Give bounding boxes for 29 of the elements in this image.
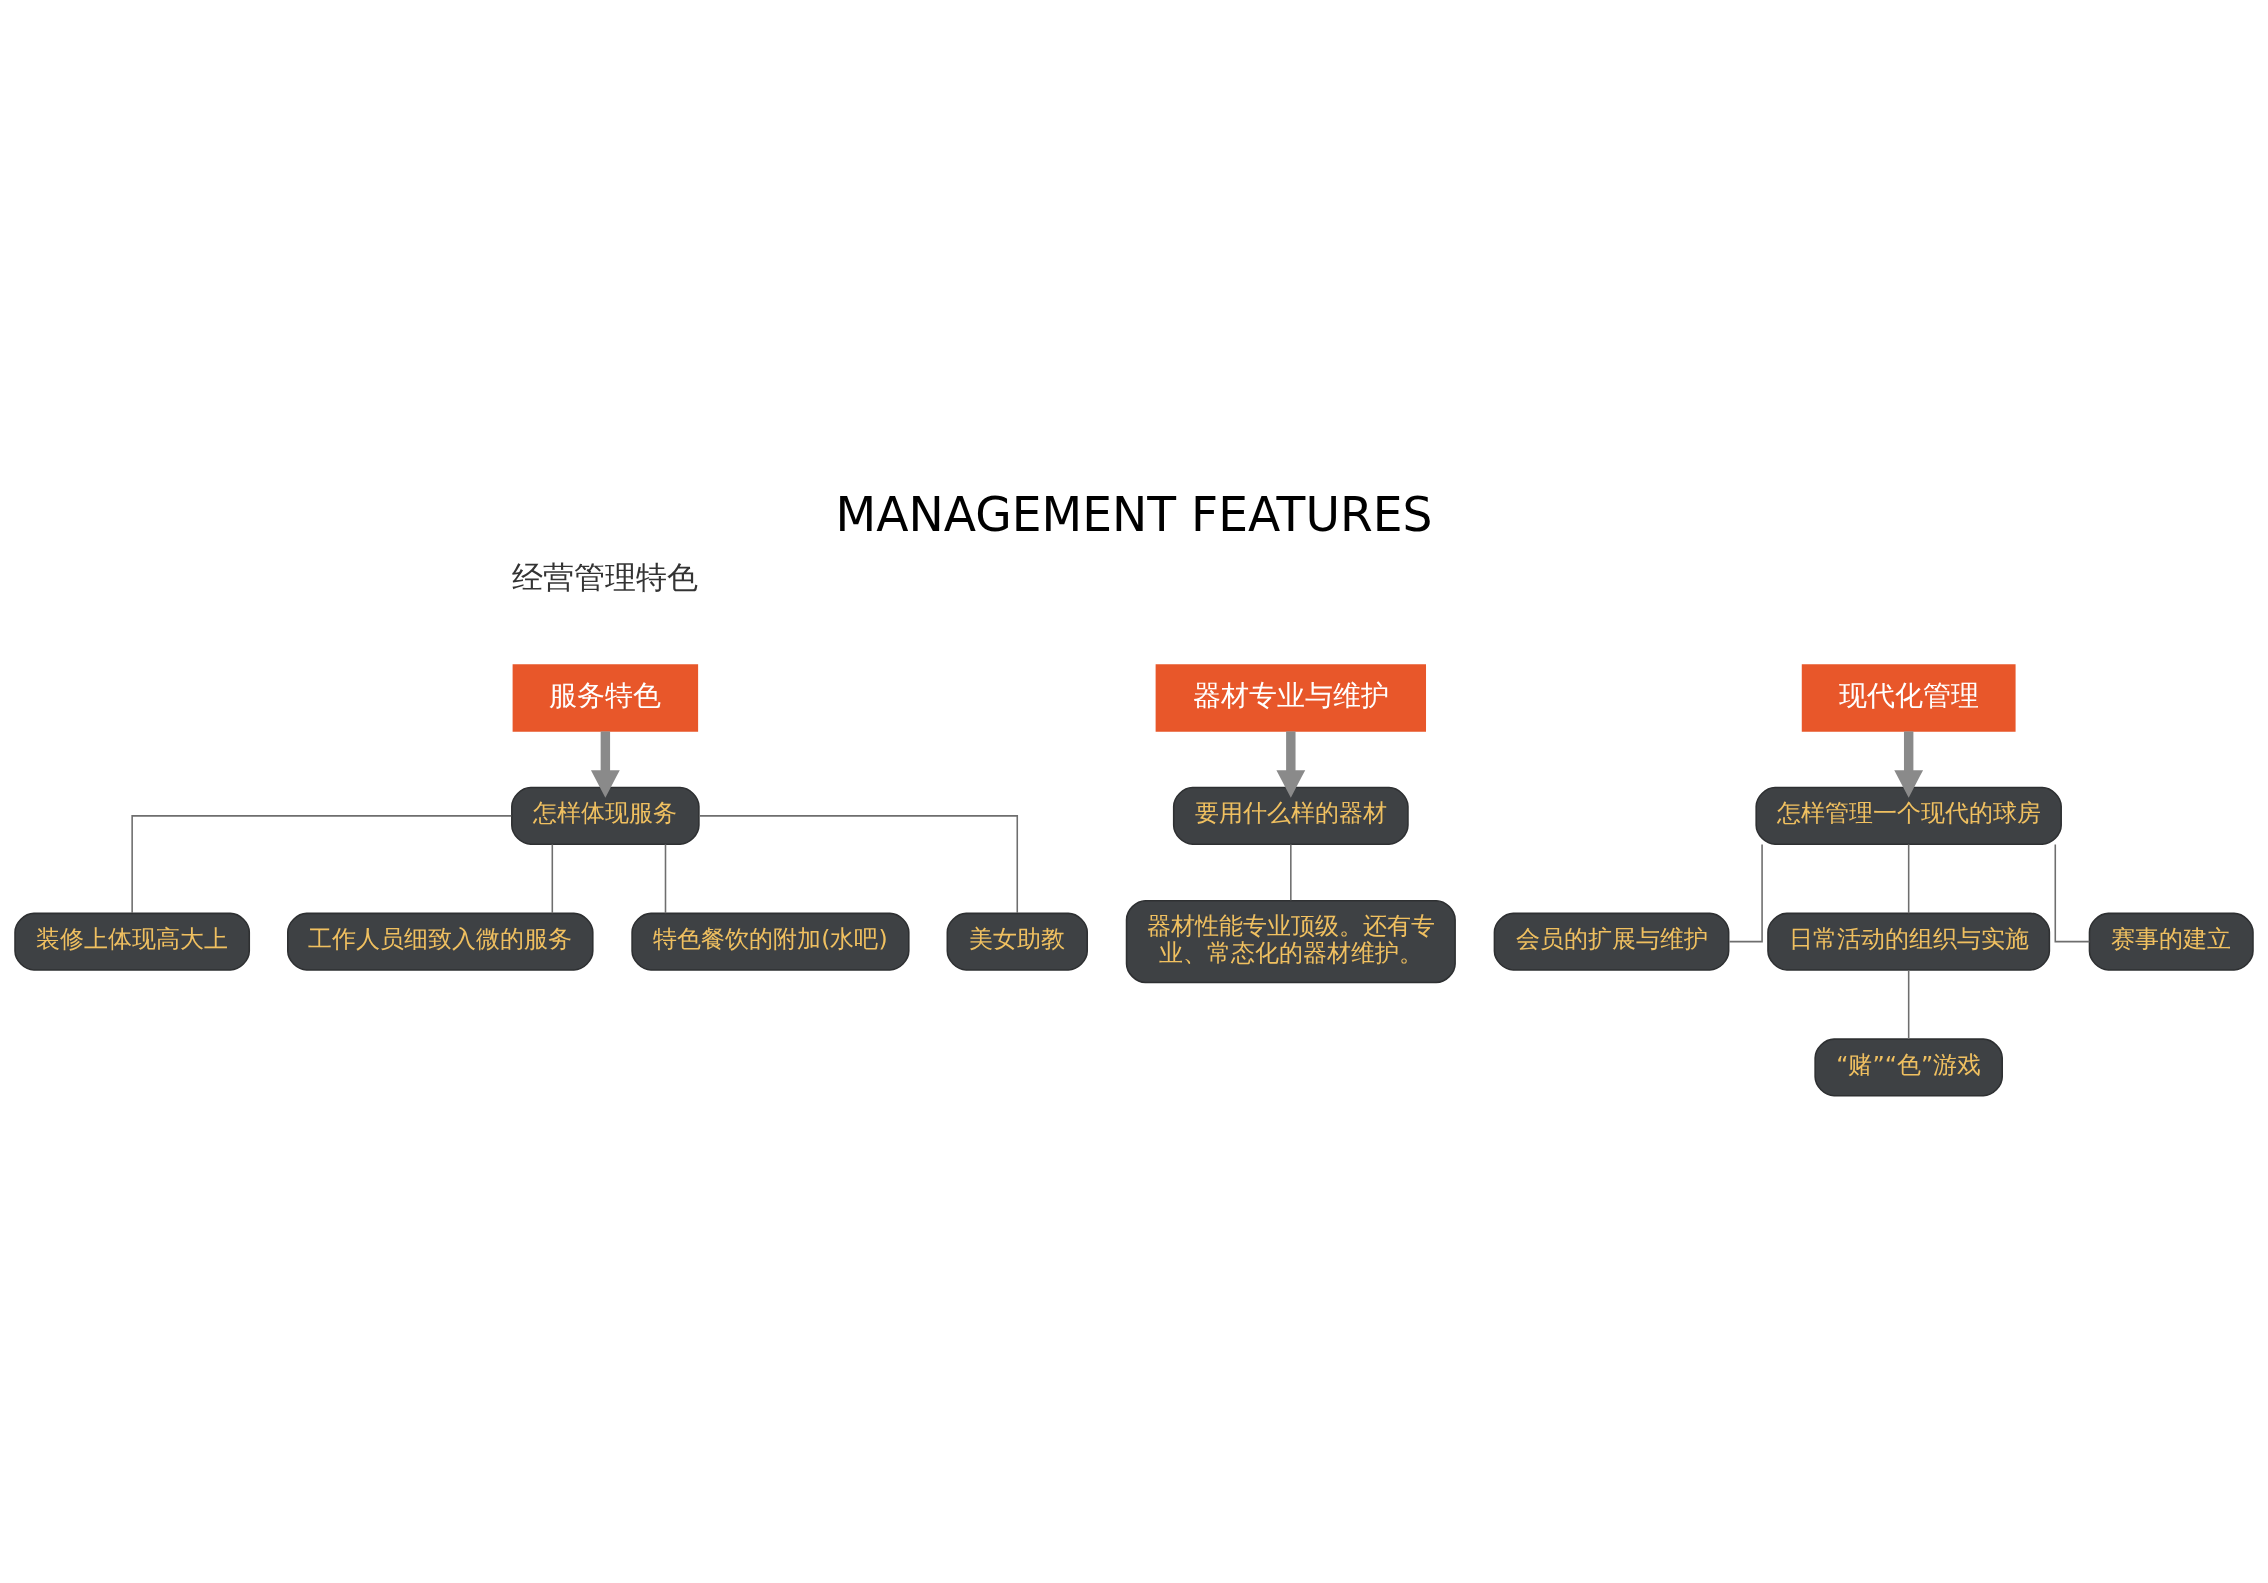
connector <box>1728 843 1763 943</box>
connector <box>664 843 667 914</box>
connector <box>1907 843 1910 914</box>
node-box: 现代化管理 <box>1801 664 2016 732</box>
node-box: “赌”“色”游戏 <box>1814 1038 2003 1097</box>
node-box: 美女助教 <box>946 912 1088 971</box>
arrow <box>1894 731 1924 798</box>
label: 经营管理特色 <box>512 558 699 595</box>
connector <box>1290 843 1292 902</box>
connector <box>698 815 1019 914</box>
node-box: 赛事的建立 <box>2088 912 2254 971</box>
node-box: 日常活动的组织与实施 <box>1767 912 2051 971</box>
node-box: 装修上体现高大上 <box>14 912 251 971</box>
node-box: 器材专业与维护 <box>1155 664 1427 732</box>
node-box: 工作人员细致入微的服务 <box>287 912 594 971</box>
connector <box>131 815 513 914</box>
arrow <box>590 731 620 798</box>
node-box: 特色餐饮的附加(水吧) <box>631 912 910 971</box>
node-box: 要用什么样的器材 <box>1172 786 1409 845</box>
node-box: 服务特色 <box>512 664 699 732</box>
connector <box>2054 843 2091 943</box>
node-box: 器材性能专业顶级。还有专业、常态化的器材维护。 <box>1125 899 1456 984</box>
node-box: 怎样管理一个现代的球房 <box>1755 786 2062 845</box>
connector <box>1907 969 1910 1040</box>
node-box: 会员的扩展与维护 <box>1493 912 1730 971</box>
diagram-title: MANAGEMENT FEATURES <box>835 487 1433 543</box>
arrow <box>1276 731 1306 798</box>
connector <box>551 843 554 914</box>
node-box: 怎样体现服务 <box>511 786 700 845</box>
